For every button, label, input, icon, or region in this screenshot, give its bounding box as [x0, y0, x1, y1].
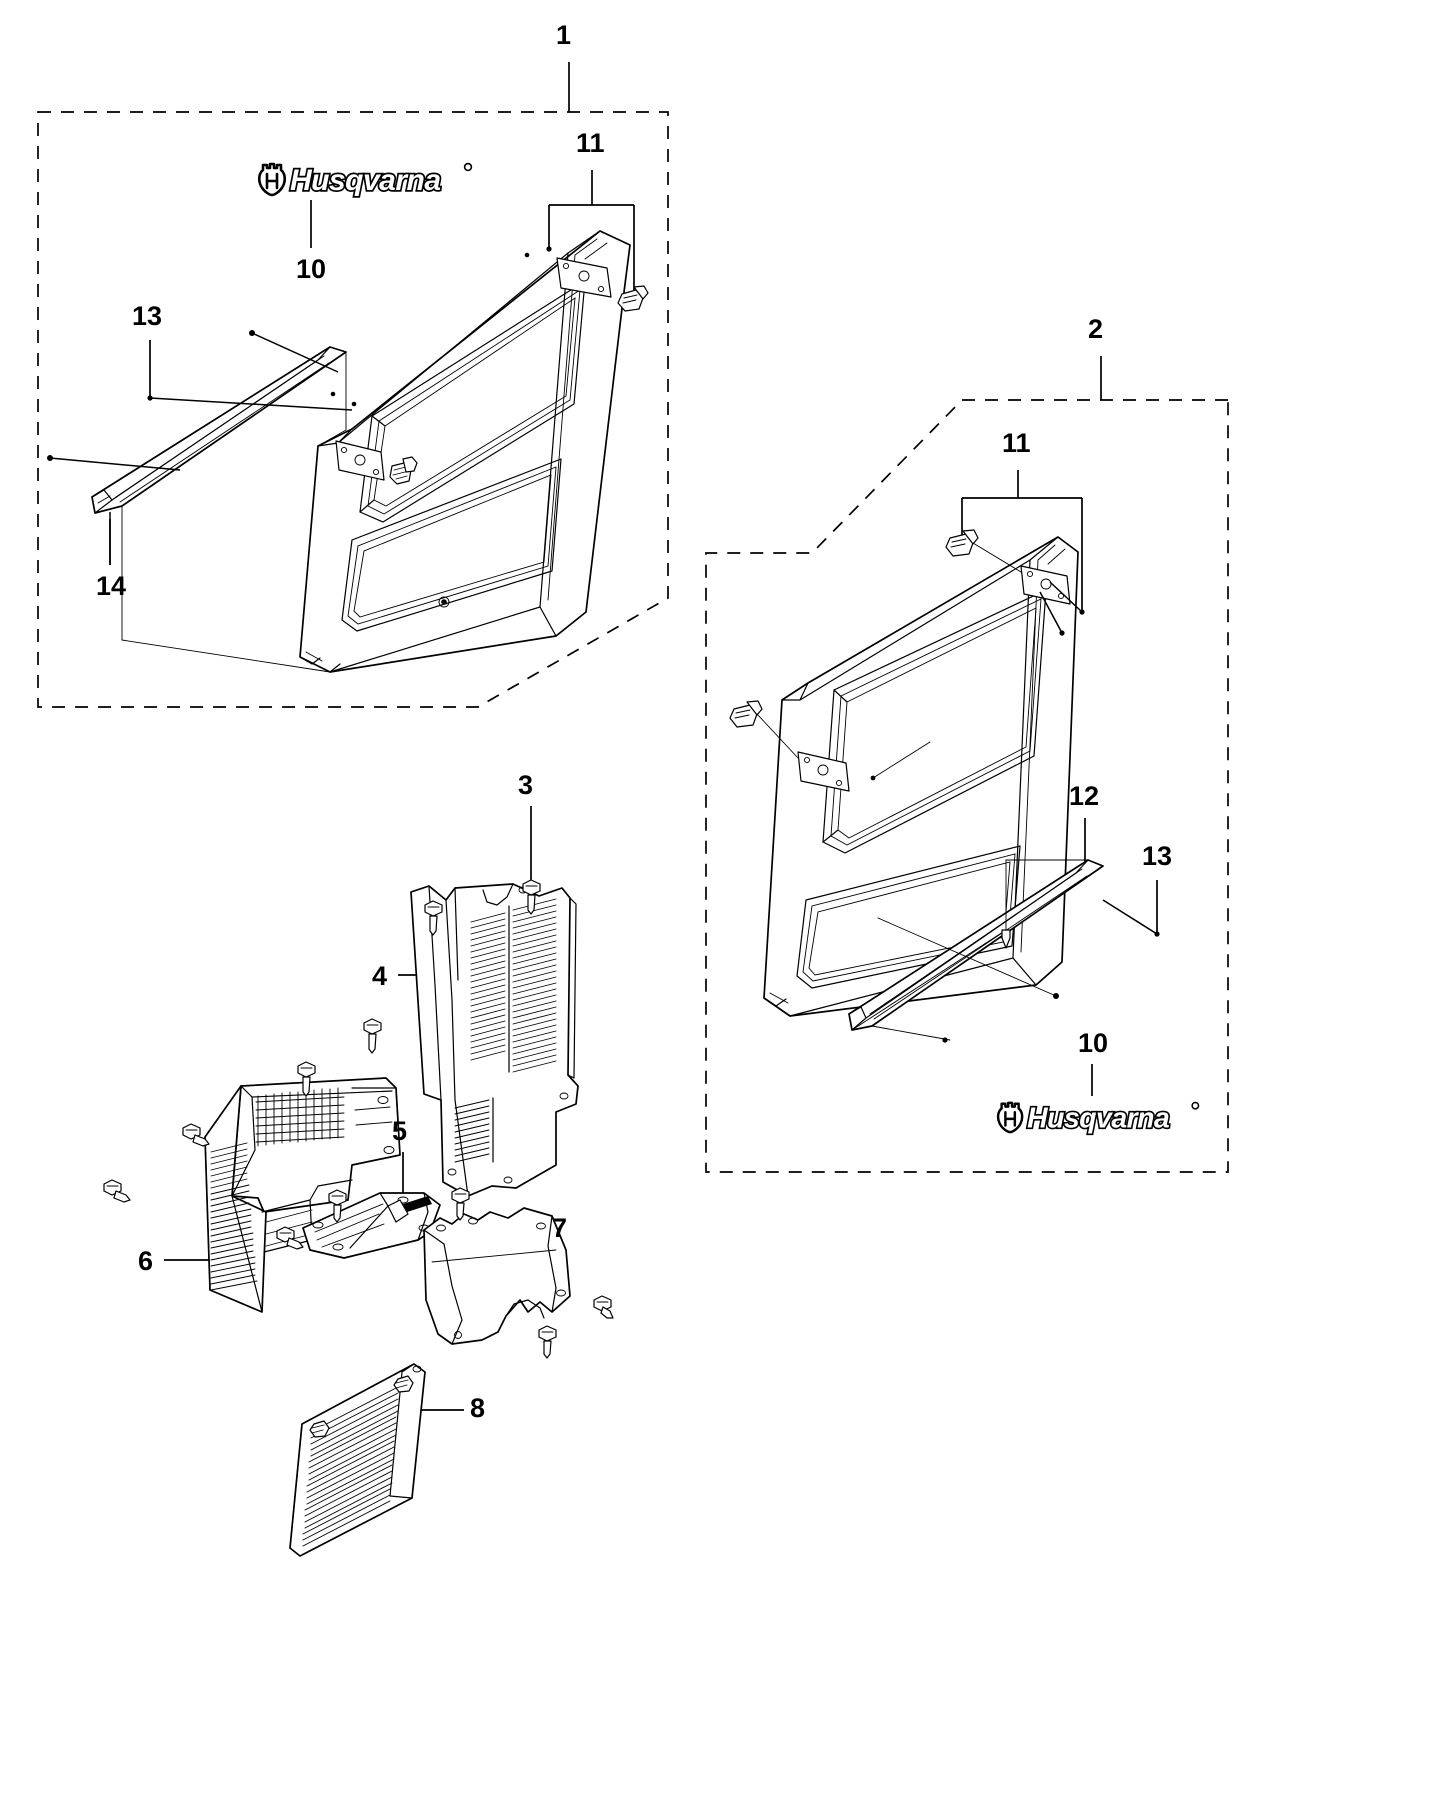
callout-5: 5 [392, 1116, 408, 1146]
callout-1: 1 [556, 20, 572, 50]
husqvarna-logo-right: Husqvarna [995, 1097, 1201, 1137]
bolt-g [328, 1189, 347, 1223]
leader-13-right [1154, 880, 1160, 937]
callout-14: 14 [96, 571, 127, 601]
curved-shield-plate-7 [423, 1207, 571, 1345]
leader-11-left [546, 170, 635, 290]
mesh-screen-6 [204, 1077, 401, 1313]
left-assembly-boundary [37, 111, 669, 708]
husqvarna-wordmark: Husqvarna [288, 162, 442, 198]
hinge-pin-left [617, 285, 649, 312]
hinge-pin-right-bottom [729, 700, 799, 759]
callout-10-left: 10 [296, 254, 327, 284]
callout-3: 3 [518, 770, 534, 800]
callout-2: 2 [1088, 314, 1104, 344]
crown-shield-h-icon [996, 1101, 1024, 1134]
screws-13-right [1001, 899, 1158, 949]
callout-12: 12 [1069, 781, 1100, 811]
screws-13-left [47, 330, 353, 565]
door-panel-right [729, 529, 1083, 1043]
bolt-b [363, 1018, 382, 1054]
bolt-e [103, 1179, 131, 1203]
callout-10-right: 10 [1078, 1028, 1109, 1058]
mounting-bracket-5 [302, 1192, 441, 1259]
door-rail-trim-right [848, 859, 1104, 1041]
callout-8: 8 [470, 1393, 486, 1423]
louvered-vent-panel-8 [289, 1363, 426, 1557]
callout-7: 7 [552, 1213, 568, 1243]
husqvarna-wordmark: Husqvarna [1026, 1101, 1172, 1136]
bolt-3 [522, 879, 541, 915]
leader-13-left [147, 340, 153, 401]
bolt-f [276, 1226, 304, 1250]
bolt-h [451, 1187, 470, 1221]
svg-text:Husqvarna: Husqvarna [1027, 1102, 1169, 1134]
callout-11-left: 11 [576, 128, 605, 158]
callout-13-right: 13 [1142, 841, 1173, 871]
door-rail-trim-left [91, 346, 347, 673]
svg-text:Husqvarna: Husqvarna [290, 164, 441, 197]
crown-shield-h-icon [257, 162, 287, 197]
callout-4: 4 [372, 961, 388, 991]
registered-mark-icon [1191, 1101, 1200, 1110]
door-panel-left [299, 230, 649, 673]
bolt-i [593, 1295, 614, 1319]
louvered-side-panel-4 [410, 883, 579, 1197]
bolt-d [182, 1123, 210, 1147]
bolt-c [297, 1061, 316, 1097]
husqvarna-logo-left: Husqvarna [256, 158, 474, 200]
registered-mark-icon [463, 162, 473, 172]
fasteners-group [103, 879, 614, 1359]
callout-6: 6 [138, 1246, 154, 1276]
callout-13-left: 13 [132, 301, 163, 331]
bolt-j [538, 1325, 557, 1359]
hinge-pin-right-top [945, 529, 1022, 573]
callout-11-right: 11 [1002, 428, 1031, 458]
right-assembly-boundary [705, 399, 1229, 1173]
bolt-a [424, 900, 443, 936]
